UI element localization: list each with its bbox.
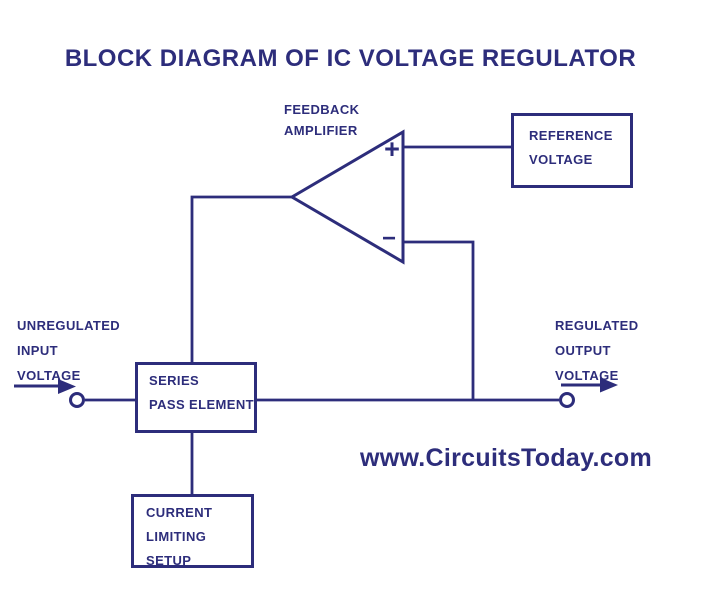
input-terminal <box>69 392 85 408</box>
current-limiting-setup-line3: SETUP <box>146 553 192 568</box>
series-pass-element-line2: PASS ELEMENT <box>149 397 254 412</box>
input-label-line1: UNREGULATED <box>17 318 121 333</box>
input-label-line3: VOLTAGE <box>17 368 81 383</box>
reference-voltage-block: REFERENCE VOLTAGE <box>511 113 633 188</box>
opamp-triangle-icon <box>289 129 405 265</box>
unregulated-input-voltage-label: UNREGULATED INPUT VOLTAGE <box>17 313 120 388</box>
output-label-line2: OUTPUT <box>555 343 611 358</box>
current-limiting-setup-line2: LIMITING <box>146 529 207 544</box>
wire-opamp-output-to-series-pass <box>190 195 292 362</box>
output-terminal <box>559 392 575 408</box>
feedback-amplifier-label: FEEDBACK AMPLIFIER <box>284 99 359 141</box>
reference-voltage-line1: REFERENCE <box>529 128 613 143</box>
reference-voltage-line2: VOLTAGE <box>529 152 593 167</box>
series-pass-element-line1: SERIES <box>149 373 200 388</box>
opamp-minus-input-symbol: − <box>381 225 396 252</box>
output-label-line1: REGULATED <box>555 318 639 333</box>
input-arrow-icon <box>14 379 76 394</box>
input-label-line2: INPUT <box>17 343 58 358</box>
feedback-amplifier-label-line1: FEEDBACK <box>284 102 360 117</box>
output-arrow-icon <box>561 377 618 393</box>
page-title: BLOCK DIAGRAM OF IC VOLTAGE REGULATOR <box>64 45 637 72</box>
feedback-amplifier-label-line2: AMPLIFIER <box>284 123 358 138</box>
wire-minus-input-feedback <box>403 240 475 400</box>
current-limiting-setup-block: CURRENT LIMITING SETUP <box>131 494 254 568</box>
opamp-plus-input-symbol: + <box>384 133 400 164</box>
regulated-output-voltage-label: REGULATED OUTPUT VOLTAGE <box>555 313 639 388</box>
output-label-line3: VOLTAGE <box>555 368 619 383</box>
current-limiting-setup-line1: CURRENT <box>146 505 213 520</box>
watermark-text: www.CircuitsToday.com <box>360 444 652 472</box>
series-pass-element-block: SERIES PASS ELEMENT <box>135 362 257 433</box>
